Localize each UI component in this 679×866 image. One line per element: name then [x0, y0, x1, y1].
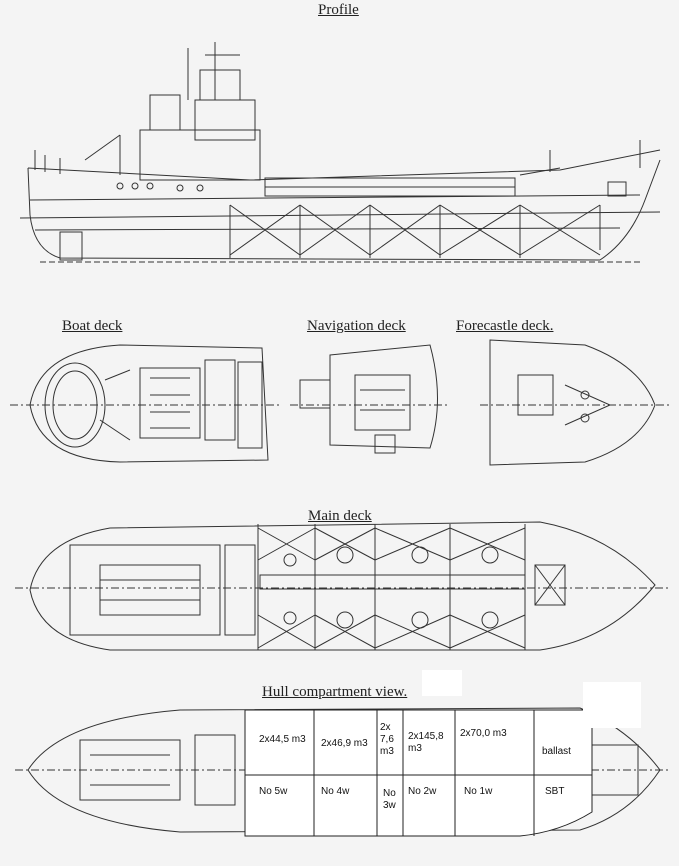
forecastle-deck-title: Forecastle deck. [456, 318, 554, 334]
ballast-tank: SBT [545, 786, 565, 797]
compartment-4-volume: 2x46,9 m3 [321, 738, 368, 749]
profile-drawing [19, 42, 661, 263]
compartment-1-volume: 2x70,0 m3 [460, 728, 507, 739]
navigation-deck-drawing [290, 344, 450, 454]
ballast-volume: ballast [542, 746, 571, 757]
boat-deck-title: Boat deck [62, 318, 123, 334]
compartment-3-volume: 2x 7,6 m3 [380, 722, 394, 757]
navigation-deck-title: Navigation deck [307, 318, 406, 334]
profile-title: Profile [318, 2, 359, 18]
compartment-2-volume: 2x145,8 m3 [408, 731, 444, 754]
compartment-3-tank: No 3w [383, 788, 396, 811]
hull-compartment-title: Hull compartment view. [262, 684, 408, 700]
compartment-block [244, 709, 593, 837]
main-deck-title: Main deck [308, 508, 372, 524]
compartment-5-tank: No 5w [259, 786, 288, 797]
compartment-5-volume: 2x44,5 m3 [259, 734, 306, 745]
forecastle-deck-drawing [480, 339, 670, 466]
main-deck-drawing [15, 521, 670, 651]
boat-deck-drawing [10, 344, 280, 463]
compartment-2-tank: No 2w [408, 786, 437, 797]
compartment-1-tank: No 1w [464, 786, 493, 797]
compartment-4-tank: No 4w [321, 786, 350, 797]
